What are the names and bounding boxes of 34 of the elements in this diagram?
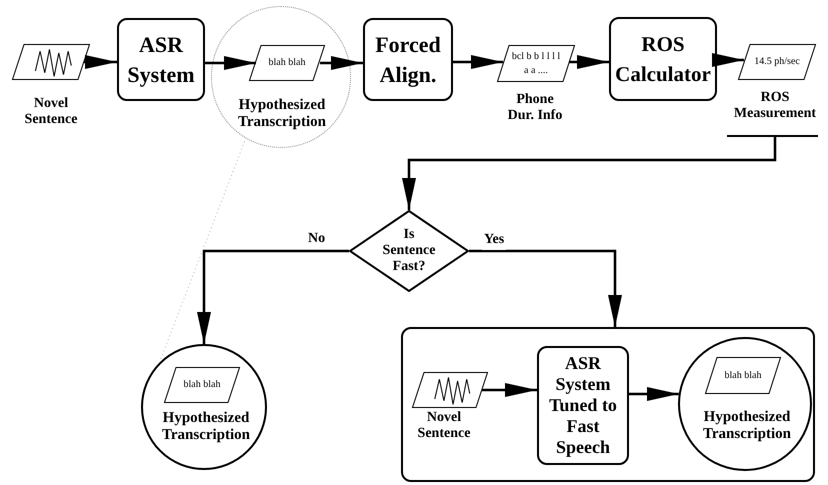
process-box xyxy=(117,18,205,101)
arrow xyxy=(453,55,503,69)
data-text: 14.5 ph/sec xyxy=(754,55,800,69)
box-label: ASR System Tuned to Fast Speech xyxy=(548,353,618,458)
process-box xyxy=(363,18,453,101)
node-label: ROS Measurement xyxy=(732,90,818,122)
arrow xyxy=(482,383,537,397)
circle-label: Hypothesized Transcription xyxy=(702,409,792,443)
group-box xyxy=(401,327,815,482)
process-box xyxy=(609,17,717,101)
arrow xyxy=(197,250,349,344)
box-label: ROS Calculator xyxy=(614,31,712,88)
arrow xyxy=(320,56,363,70)
decision-label: Is Sentence Fast? xyxy=(382,227,436,275)
box-label: ASR System xyxy=(126,30,196,89)
arrow xyxy=(84,55,117,69)
box-label: Forced Align. xyxy=(374,30,442,89)
node-label: Novel Sentence xyxy=(24,96,78,128)
arrow xyxy=(402,136,776,210)
dotted-line xyxy=(158,137,246,363)
arrow xyxy=(712,53,744,67)
circle-label: Hypothesized Transcription xyxy=(236,97,328,131)
node-label: Novel Sentence xyxy=(416,410,472,442)
data-text: blah blah xyxy=(724,368,762,382)
arrow xyxy=(205,56,256,70)
data-text: blah blah xyxy=(268,56,306,70)
process-box xyxy=(537,346,629,465)
circle-label: Hypothesized Transcription xyxy=(160,410,252,444)
data-text: blah blah xyxy=(184,378,220,392)
arrow xyxy=(569,55,609,69)
arrow xyxy=(469,250,622,327)
node-label: Phone Dur. Info xyxy=(506,92,564,124)
arrow xyxy=(629,387,679,401)
data-text: bcl b b l l l l a a .... xyxy=(511,50,561,78)
